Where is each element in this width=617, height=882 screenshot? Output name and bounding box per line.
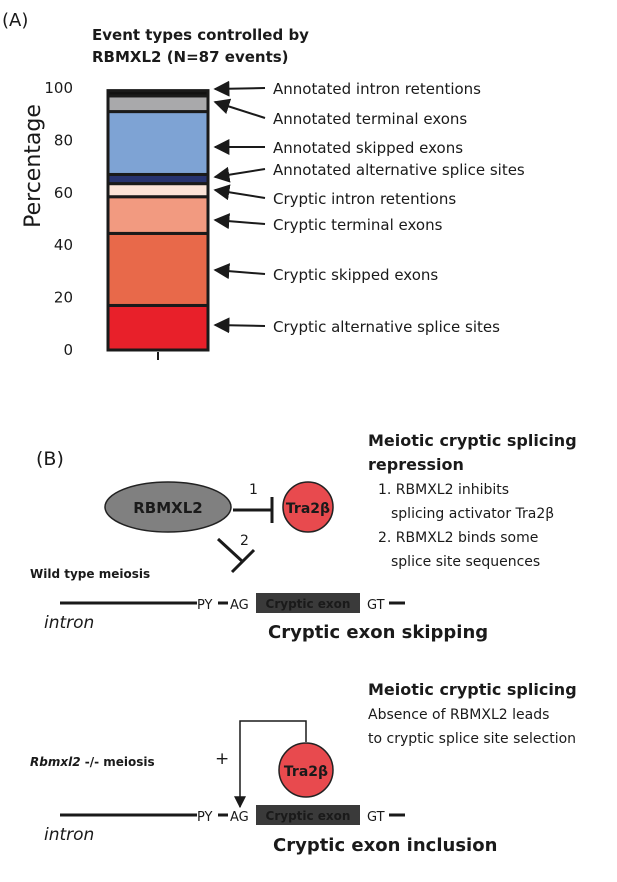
plus-sign: + bbox=[215, 749, 229, 769]
py-label-1: PY bbox=[197, 598, 213, 613]
ag-label-2: AG bbox=[230, 810, 249, 825]
bar-segment bbox=[106, 110, 210, 176]
splicing-line2: to cryptic splice site selection bbox=[368, 731, 576, 747]
stacked-bar bbox=[106, 89, 210, 352]
bar-segment bbox=[106, 303, 210, 352]
legend-arrow bbox=[213, 166, 266, 183]
legend-label: Annotated alternative splice sites bbox=[273, 161, 525, 179]
bar-segment bbox=[106, 195, 210, 235]
rbmxl2-ellipse bbox=[104, 481, 232, 533]
cryptic-exon-box-1 bbox=[256, 593, 360, 613]
inclusion-caption: Cryptic exon inclusion bbox=[273, 835, 497, 856]
chart-title-line1: Event types controlled by bbox=[92, 26, 309, 44]
legend-arrow bbox=[213, 263, 266, 280]
repression-item2-line1: 2. RBMXL2 binds some bbox=[378, 530, 538, 546]
tra2b-circle-2 bbox=[278, 742, 334, 798]
legend-label: Cryptic intron retentions bbox=[273, 190, 456, 208]
knockout-label: Rbmxl2 -/- meiosis bbox=[30, 755, 155, 769]
y-tick-label: 20 bbox=[54, 289, 73, 307]
y-axis-label: Percentage bbox=[21, 104, 46, 228]
y-tick-label: 100 bbox=[44, 79, 73, 97]
gt-label-1: GT bbox=[367, 598, 385, 613]
legend-arrow bbox=[213, 80, 266, 97]
cryptic-exon-box-2 bbox=[256, 805, 360, 825]
y-tick-label: 40 bbox=[54, 236, 73, 254]
repression-item2-line2: splice site sequences bbox=[391, 554, 540, 570]
knockout-rest: -/- meiosis bbox=[81, 755, 155, 769]
arrow-1-label: 1 bbox=[249, 482, 258, 498]
rbmxl2-label: RBMXL2 bbox=[133, 499, 202, 517]
y-tick-label: 60 bbox=[54, 184, 73, 202]
gt-label-2: GT bbox=[367, 810, 385, 825]
arrow-2-label: 2 bbox=[240, 533, 249, 549]
cryptic-exon-label-2: Cryptic exon bbox=[266, 809, 351, 823]
tra2b-label: Tra2β bbox=[286, 501, 330, 517]
bar-segment bbox=[106, 231, 210, 307]
splicing-line1: Absence of RBMXL2 leads bbox=[368, 707, 549, 723]
legend-label: Annotated skipped exons bbox=[273, 139, 463, 157]
repression-title-line1: Meiotic cryptic splicing bbox=[368, 431, 577, 450]
repression-item1-line1: 1. RBMXL2 inhibits bbox=[378, 482, 509, 498]
bar-segment bbox=[106, 182, 210, 199]
intron-label-1: intron bbox=[44, 613, 94, 633]
repression-title-line2: repression bbox=[368, 455, 464, 474]
legend-arrow bbox=[213, 317, 266, 334]
wild-type-label: Wild type meiosis bbox=[30, 567, 150, 581]
legend-arrow bbox=[213, 98, 266, 119]
repression-item1-line2: splicing activator Tra2β bbox=[391, 506, 554, 522]
legend-label: Cryptic alternative splice sites bbox=[273, 318, 500, 336]
py-label-2: PY bbox=[197, 810, 213, 825]
y-tick-label: 80 bbox=[54, 131, 73, 149]
activation-arrow bbox=[234, 720, 307, 809]
legend-label: Annotated intron retentions bbox=[273, 80, 481, 98]
legend-arrow bbox=[213, 213, 266, 230]
legend-label: Annotated terminal exons bbox=[273, 110, 467, 128]
legend-arrow bbox=[213, 184, 266, 201]
bar-segment bbox=[106, 94, 210, 114]
legend-label: Cryptic terminal exons bbox=[273, 216, 443, 234]
intron-label-2: intron bbox=[44, 825, 94, 845]
y-axis-ticks: 0 20 40 60 80 100 bbox=[44, 79, 73, 359]
tra2b-circle bbox=[282, 481, 334, 533]
legend: Cryptic alternative splice sites Cryptic … bbox=[213, 80, 525, 336]
ag-label-1: AG bbox=[230, 598, 249, 613]
panel-b-label: (B) bbox=[36, 448, 64, 470]
bar-segment bbox=[106, 89, 210, 98]
splicing-title: Meiotic cryptic splicing bbox=[368, 680, 577, 699]
legend-label: Cryptic skipped exons bbox=[273, 266, 438, 284]
skipping-caption: Cryptic exon skipping bbox=[268, 622, 488, 643]
cryptic-exon-label-1: Cryptic exon bbox=[266, 597, 351, 611]
panel-a-label: (A) bbox=[2, 10, 28, 31]
chart-title-line2: RBMXL2 (N=87 events) bbox=[92, 48, 289, 66]
knockout-gene: Rbmxl2 bbox=[30, 755, 81, 769]
y-tick-label: 0 bbox=[63, 341, 73, 359]
tra2b-label-2: Tra2β bbox=[284, 764, 328, 780]
inhibition-line-2 bbox=[216, 537, 245, 564]
